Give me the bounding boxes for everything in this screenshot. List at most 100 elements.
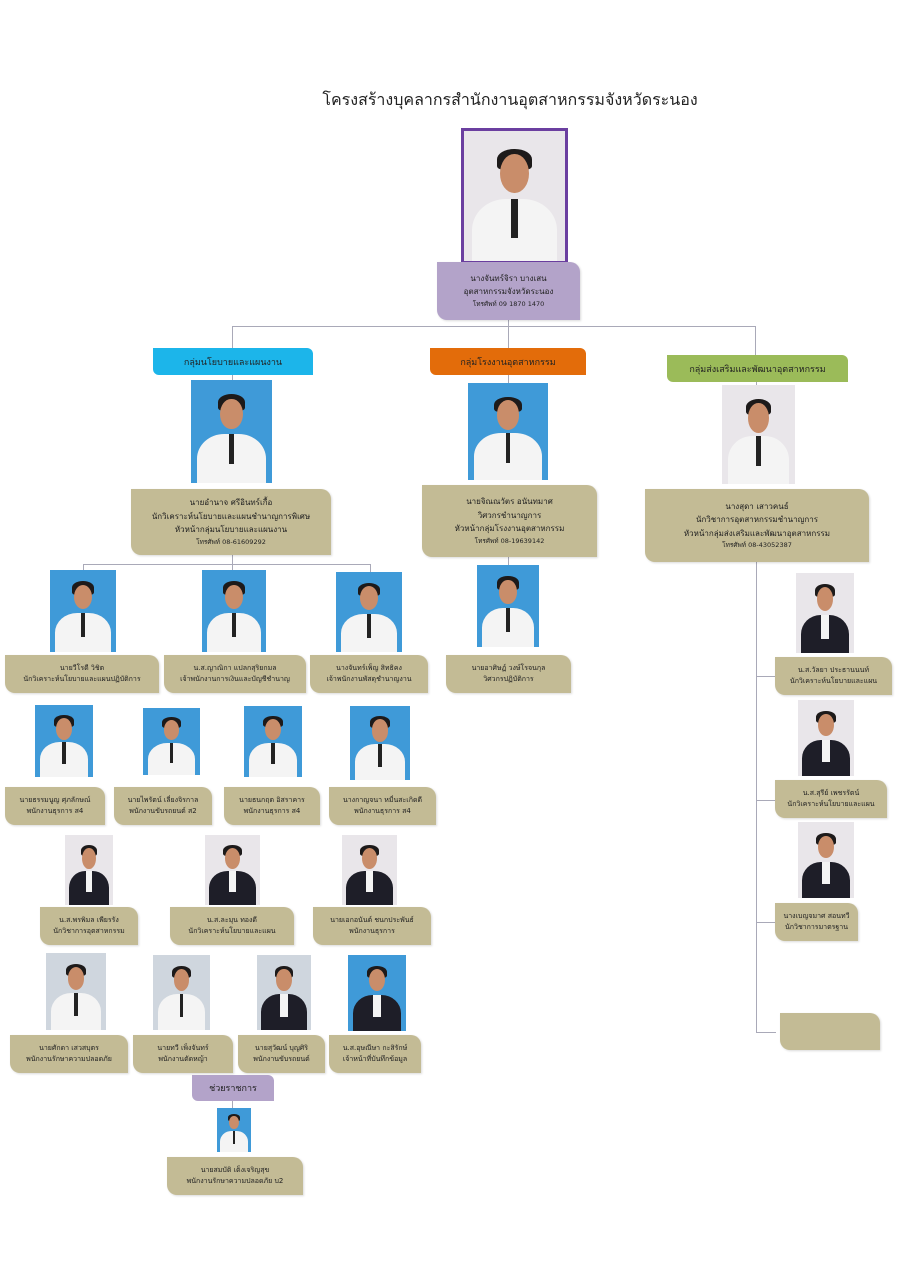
person-position: นักวิชาการอุตสาหกรรม	[53, 927, 125, 935]
person-photo	[798, 700, 854, 776]
photo-head	[82, 847, 96, 869]
person-name: น.ส.พรพิมล เพียรรัง	[59, 916, 119, 925]
person-phone: โทรศัพท์ 08-43052387	[722, 541, 792, 550]
person-card: นายสมบัติ เต็งเจริญสุขพนักงานรักษาความปล…	[167, 1157, 303, 1195]
director-name: นางจันทร์จิรา บางเสน	[470, 273, 547, 283]
person-position: เจ้าพนักงานพัสดุชำนาญงาน	[326, 675, 412, 683]
person-card: นางจันทร์เพ็ญ สิทธิคงเจ้าพนักงานพัสดุชำน…	[310, 655, 428, 693]
connector-line	[232, 375, 233, 380]
person-position: วิศวกรชำนาญการ	[477, 510, 542, 520]
connector-line	[756, 676, 776, 677]
connector-line	[756, 382, 757, 385]
person-name: นางสุดา เสาวคนธ์	[725, 501, 789, 511]
person-position: พนักงานตัดหญ้า	[158, 1055, 208, 1063]
person-position: นักวิเคราะห์นโยบายและแผน	[188, 927, 276, 935]
person-name: นายธรรมนูญ ศุภลักษณ์	[19, 796, 91, 805]
photo-head	[67, 966, 85, 990]
group-head-card: นายจิณณวัตร อนันทมาศวิศวกรชำนาญการหัวหน้…	[422, 485, 597, 557]
person-card: นายไพรัตน์ เลี่ยงจิรกาลพนักงานขับรถยนต์ …	[114, 787, 212, 825]
person-photo	[244, 706, 302, 777]
photo-tie	[822, 861, 830, 885]
person-position: วิศวกรปฏิบัติการ	[483, 675, 534, 683]
person-photo	[342, 835, 397, 905]
group-header-0: กลุ่มนโยบายและแผนงาน	[153, 348, 313, 375]
person-photo	[202, 570, 266, 652]
photo-head	[173, 968, 190, 991]
photo-tie	[378, 744, 382, 767]
person-photo	[46, 953, 106, 1030]
page-title: โครงสร้างบุคลากรสำนักงานอุตสาหกรรมจังหวั…	[322, 90, 698, 109]
person-photo	[205, 835, 260, 905]
person-photo	[468, 383, 548, 480]
person-name: นายอำนาจ ศรีอินทร์เกื้อ	[189, 498, 273, 508]
person-photo	[153, 955, 210, 1030]
person-photo	[796, 573, 854, 653]
person-card: นายศักดา เสวสบุตรพนักงานรักษาความปลอดภัย	[10, 1035, 128, 1073]
photo-head	[368, 968, 386, 992]
photo-tie	[280, 994, 288, 1017]
person-photo	[217, 1108, 251, 1152]
photo-head	[55, 717, 73, 740]
person-photo	[50, 570, 116, 652]
photo-tie	[229, 433, 234, 465]
secondment-header: ช่วยราชการ	[192, 1075, 274, 1101]
photo-head	[748, 402, 769, 433]
person-position: นักวิชาการอุตสาหกรรมชำนาญการ	[695, 515, 819, 525]
photo-head	[818, 713, 834, 737]
person-position: เจ้าพนักงานการเงินและบัญชีชำนาญ	[180, 675, 290, 683]
person-name: นายศักดา เสวสบุตร	[39, 1044, 99, 1053]
person-position: พนักงานธุรการ	[349, 927, 395, 935]
connector-line	[232, 1101, 233, 1108]
group-header-1: กลุ่มโรงงานอุตสาหกรรม	[430, 348, 586, 375]
person-card: น.ส.วัลยา ประธานนนท์นักวิเคราะห์นโยบายแล…	[775, 657, 892, 695]
person-name: น.ส.วัลยา ประธานนนท์	[797, 666, 870, 675]
photo-tie	[367, 613, 371, 638]
connector-line	[508, 326, 509, 348]
person-card: นายอาศิษฏ์ วงษ์โรจนกุลวิศวกรปฏิบัติการ	[446, 655, 571, 693]
connector-line	[370, 564, 371, 572]
connector-line	[508, 375, 509, 383]
connector-line	[83, 564, 84, 570]
person-card: นายเอกอนันต์ ชนกประพันธ์พนักงานธุรการ	[313, 907, 431, 945]
connector-line	[755, 326, 756, 355]
empty-card	[780, 1013, 880, 1050]
person-position: นักวิเคราะห์นโยบายและแผนปฏิบัติการ	[23, 675, 141, 683]
person-card: นางเบญจมาศ สอนทวีนักวิชาการมาตรฐาน	[775, 903, 858, 941]
person-photo	[143, 708, 200, 775]
photo-head	[276, 968, 292, 991]
photo-tie	[271, 742, 275, 765]
person-position: นักวิชาการมาตรฐาน	[785, 923, 848, 931]
photo-tie	[81, 612, 85, 638]
person-photo	[798, 822, 854, 898]
connector-line	[756, 800, 776, 801]
photo-head	[499, 579, 517, 605]
photo-tie	[232, 1130, 235, 1145]
photo-head	[496, 400, 520, 430]
photo-tie	[511, 198, 518, 238]
person-photo	[722, 385, 795, 484]
photo-tie	[169, 742, 174, 763]
person-position: พนักงานรักษาความปลอดภัย	[26, 1055, 112, 1063]
person-name: น.ส.ละมุน ทองดี	[207, 916, 257, 925]
photo-tie	[505, 433, 511, 463]
photo-head	[361, 847, 378, 869]
photo-head	[224, 847, 241, 869]
person-card: นายธนกฤต อิสราคารพนักงานธุรการ ส4	[224, 787, 320, 825]
photo-tie	[228, 871, 237, 893]
person-name: นางเบญจมาศ สอนทวี	[783, 912, 850, 921]
person-position: พนักงานขับรถยนต์	[253, 1055, 310, 1063]
photo-head	[359, 586, 379, 611]
photo-head	[163, 720, 180, 741]
group-label: กลุ่มโรงงานอุตสาหกรรม	[460, 357, 556, 368]
connector-line	[756, 922, 776, 923]
connector-line	[232, 555, 233, 564]
photo-head	[500, 154, 529, 194]
person-name: นายอาศิษฏ์ วงษ์โรจนกุล	[471, 664, 546, 673]
person-position: พนักงานขับรถยนต์ ส2	[129, 807, 197, 815]
photo-tie	[506, 607, 510, 633]
connector-line	[756, 562, 757, 1032]
person-position: พนักงานรักษาความปลอดภัย บ2	[186, 1177, 284, 1185]
person-name: น.ส.ญาณิกา แปลกสุริยกมล	[193, 664, 277, 673]
connector-line	[508, 557, 509, 565]
